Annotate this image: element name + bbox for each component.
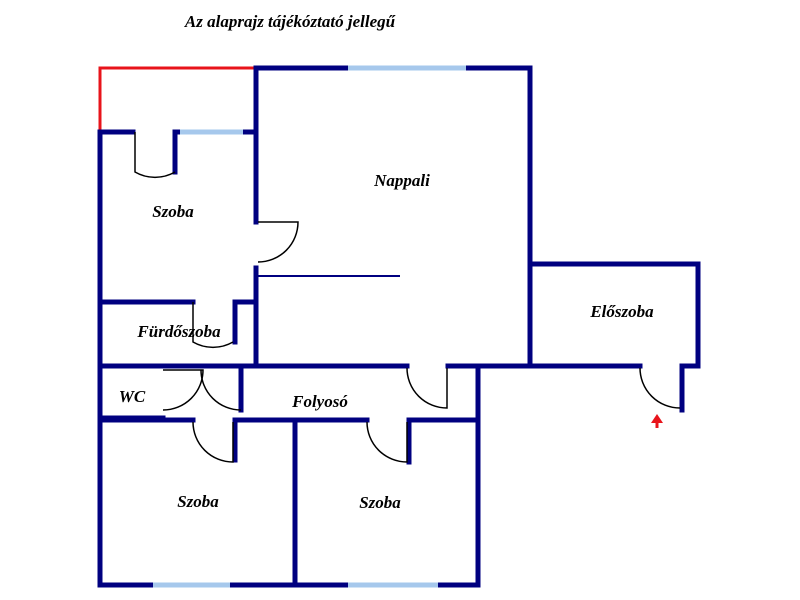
door-furdoszoba — [192, 302, 234, 349]
door-szoba-bottom-left — [192, 421, 234, 463]
room-label-wc: WC — [119, 387, 146, 406]
balcony-outline — [98, 66, 258, 134]
room-label-szoba-bottom-left: Szoba — [177, 492, 219, 511]
room-label-furdoszoba: Fürdőszoba — [136, 322, 221, 341]
entrance-arrow-icon — [651, 414, 663, 428]
plan-title: Az alaprajz tájékóztató jellegű — [184, 12, 396, 31]
room-label-szoba-bottom-right: Szoba — [359, 493, 401, 512]
door-nappali-corridor — [406, 367, 448, 409]
door-nappali — [257, 221, 299, 263]
room-label-folyoso: Folyosó — [291, 392, 348, 411]
room-label-szoba-top: Szoba — [152, 202, 194, 221]
door-szoba-top — [134, 132, 176, 179]
door-wc — [162, 369, 204, 411]
room-label-nappali: Nappali — [373, 171, 430, 190]
room-label-eloszoba: Előszoba — [589, 302, 654, 321]
door-corridor — [200, 369, 242, 411]
doors — [134, 132, 681, 463]
windows — [153, 65, 466, 588]
door-szoba-bottom-right — [366, 421, 408, 463]
door-entrance — [639, 367, 681, 409]
